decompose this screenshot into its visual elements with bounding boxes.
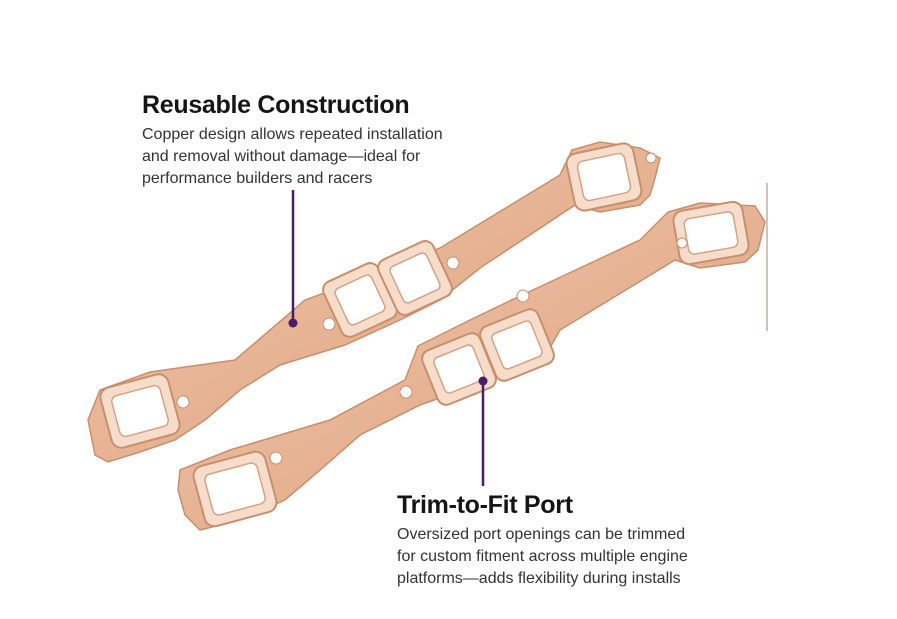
callout-body: Oversized port openings can be trimmed f… [397,524,727,590]
callout-reusable-construction: Reusable Construction Copper design allo… [142,91,502,190]
callout-line: for custom fitment across multiple engin… [397,548,688,565]
callout-title: Reusable Construction [142,91,410,119]
leader-top [288,190,298,328]
leader-bottom [478,376,488,486]
callout-trim-to-fit-port: Trim-to-Fit Port Oversized port openings… [397,491,727,590]
callout-line: Oversized port openings can be trimmed [397,526,686,543]
gasket-lower [177,200,766,531]
image-edge-mark [766,183,768,331]
callout-line: performance builders and racers [142,170,373,187]
callout-body: Copper design allows repeated installati… [142,124,502,190]
callout-line: Copper design allows repeated installati… [142,126,443,143]
callout-line: platforms—adds flexibility during instal… [397,570,681,587]
gasket-upper [87,141,661,463]
callout-title: Trim-to-Fit Port [397,491,573,519]
callout-line: and removal without damage—ideal for [142,148,421,165]
